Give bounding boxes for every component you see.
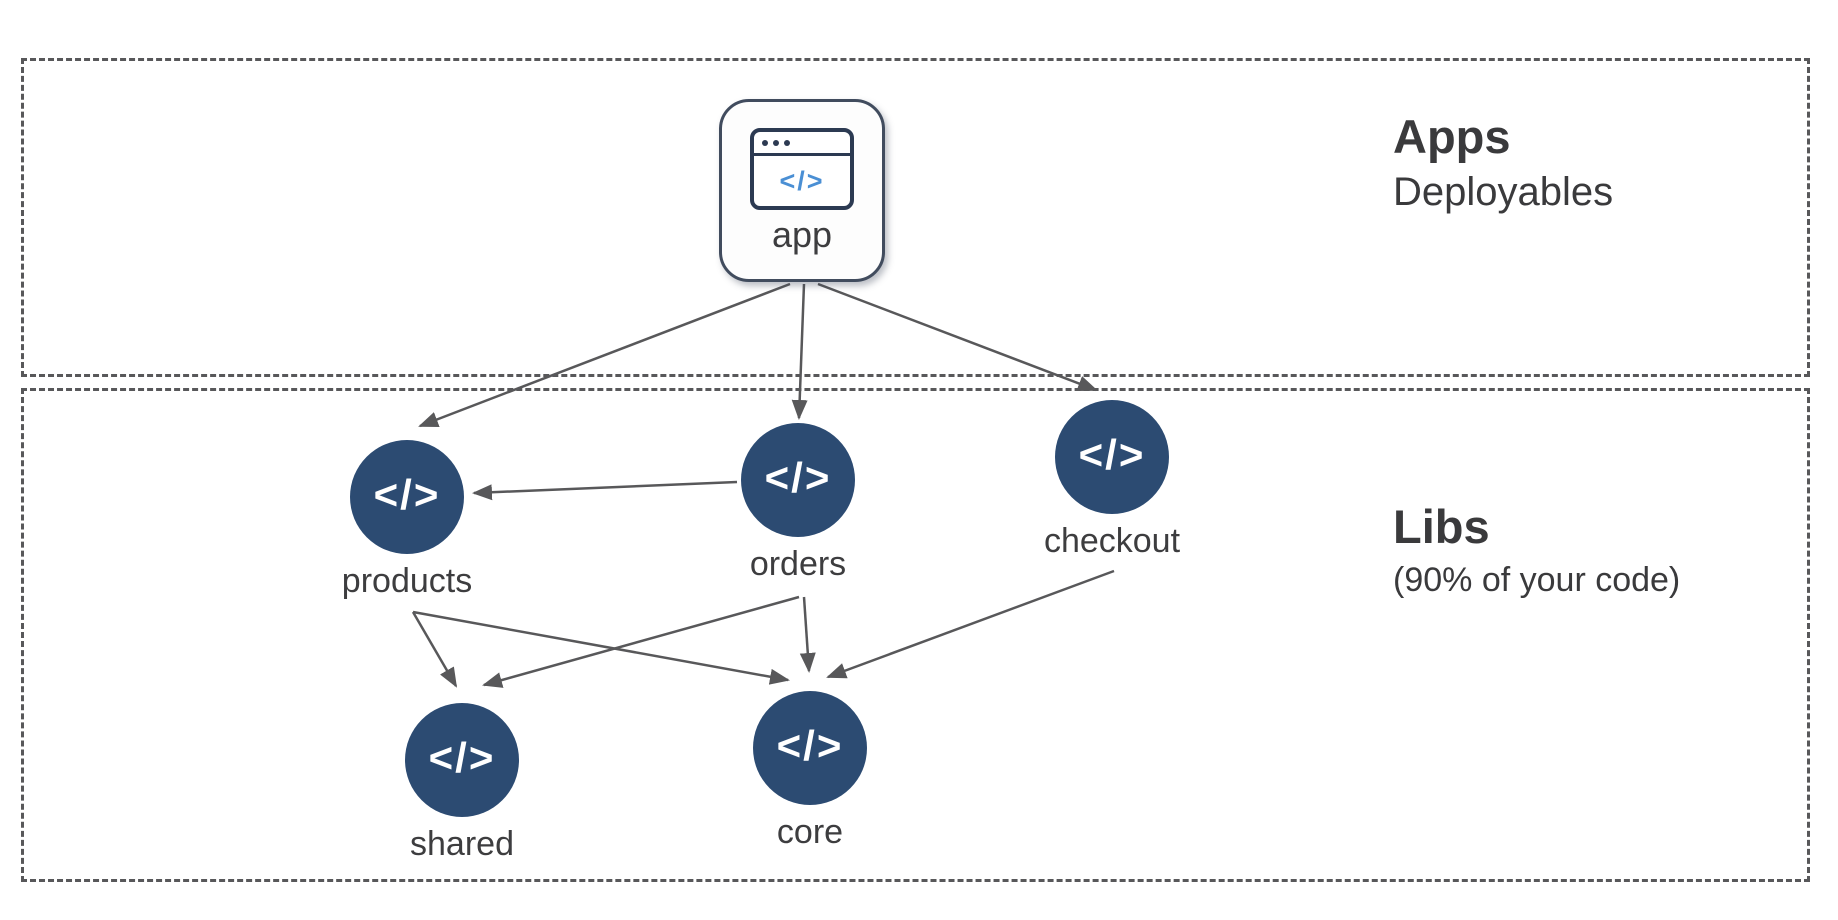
libs-title: Libs [1393,500,1490,553]
node-label: core [776,813,844,851]
code-circle: </> [753,691,867,805]
code-icon: </> [764,454,832,501]
apps-title: Apps [1393,110,1511,163]
browser-dot-icon [773,139,779,146]
code-icon: </> [373,471,441,518]
code-icon: </> [428,734,496,781]
lib-node-products: </> products [342,440,472,601]
node-label: shared [410,825,514,863]
browser-dot-icon [762,139,768,146]
apps-caption: Apps Deployables [1393,110,1613,216]
lib-node-orders: </> orders [741,423,855,584]
lib-node-core: </> core [753,691,867,852]
node-label: checkout [1043,522,1181,560]
browser-topbar [754,132,850,156]
libs-caption: Libs (90% of your code) [1393,500,1680,601]
node-label: app [771,214,833,255]
code-icon: </> [1078,431,1146,478]
libs-subtitle: (90% of your code) [1393,561,1681,600]
app-node: </> app [719,99,885,282]
node-label: products [341,562,473,600]
browser-dot-icon [784,139,790,146]
code-icon: </> [779,165,825,196]
code-circle: </> [1055,400,1169,514]
code-circle: </> [405,703,519,817]
apps-subtitle: Deployables [1393,170,1614,215]
lib-node-shared: </> shared [405,703,519,864]
code-icon: </> [776,722,844,769]
libs-section-frame [21,388,1810,882]
node-label: orders [749,545,847,583]
browser-body: </> [754,156,850,206]
code-circle: </> [741,423,855,537]
code-circle: </> [350,440,464,554]
lib-node-checkout: </> checkout [1044,400,1180,561]
browser-code-icon: </> [750,128,854,210]
apps-section-frame [21,58,1810,377]
